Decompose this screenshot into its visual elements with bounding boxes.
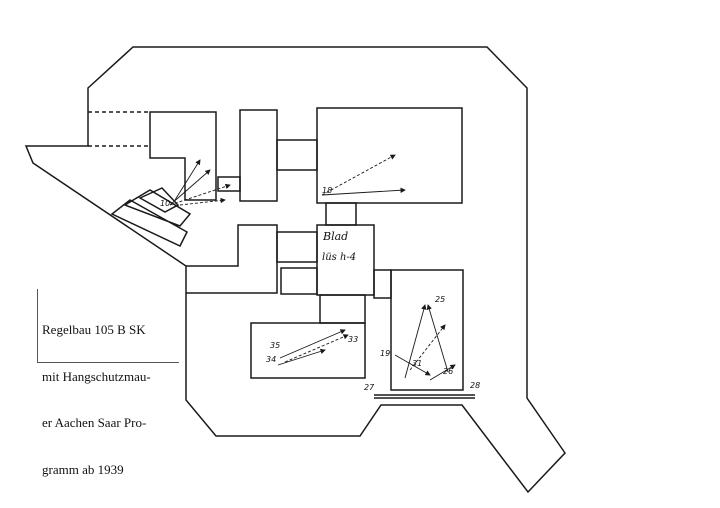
lower-left-arrow-1 — [279, 329, 346, 359]
middle-left-room — [186, 224, 278, 294]
lower-left-door — [319, 294, 366, 324]
center-corridor — [325, 202, 357, 226]
center-room-label-2: lüs h-4 — [322, 252, 356, 263]
lower-right-room — [390, 269, 464, 391]
right-room-arrow-1 — [404, 304, 427, 379]
label-bottom-right: 28 — [470, 381, 480, 390]
label-right-top: 25 — [435, 295, 445, 304]
lower-right-sill — [374, 394, 475, 399]
small-connector-left — [217, 176, 241, 192]
lower-left-arrow-2 — [284, 334, 349, 363]
lower-left-room — [250, 322, 366, 379]
right-room-arrow-5 — [429, 364, 456, 381]
label-lower-left-c: 33 — [348, 335, 358, 344]
caption-line-1: Regelbau 105 B SK — [42, 322, 146, 337]
caption-line-2: mit Hangschutzmau- — [42, 368, 151, 384]
upper-connector — [276, 139, 318, 171]
fire-arrow-3 — [174, 159, 201, 201]
fire-arrow-2 — [169, 183, 231, 206]
caption-line-4: gramm ab 1939 — [42, 461, 124, 477]
label-right-mid: 31 — [412, 359, 422, 368]
right-passage — [373, 269, 392, 299]
embrasure-block — [110, 187, 192, 247]
label-right-bottom: 26 — [443, 367, 453, 376]
label-right-left: 19 — [380, 349, 390, 358]
middle-connector — [276, 231, 318, 263]
fire-arrow-4 — [179, 197, 226, 206]
right-room-arrow-3 — [409, 324, 446, 371]
label-bottom-left: 27 — [364, 383, 375, 392]
upper-middle-room — [239, 109, 278, 202]
fire-arrow-1 — [169, 169, 211, 206]
upper-room-arrow-1 — [321, 154, 396, 196]
label-lower-left-a: 35 — [270, 341, 280, 350]
center-room-label-1: Blad — [322, 230, 348, 243]
upper-right-room — [316, 107, 463, 204]
right-room-arrow-2 — [426, 304, 449, 373]
outer-wall — [24, 46, 566, 494]
label-upper-room: 18 — [322, 186, 332, 195]
upper-room-arrow-2 — [321, 187, 406, 196]
lower-left-arrow-3 — [277, 348, 326, 366]
west-opening — [88, 111, 150, 147]
caption-line-3: er Aachen Saar Pro- — [42, 415, 147, 430]
caption-box: Regelbau 105 B SK mit Hangschutzmau- er … — [37, 289, 179, 477]
lower-connector — [280, 267, 318, 295]
label-embrasure: 10 — [160, 199, 170, 208]
label-lower-left-b: 34 — [266, 355, 276, 364]
right-room-arrow-4 — [394, 354, 431, 376]
